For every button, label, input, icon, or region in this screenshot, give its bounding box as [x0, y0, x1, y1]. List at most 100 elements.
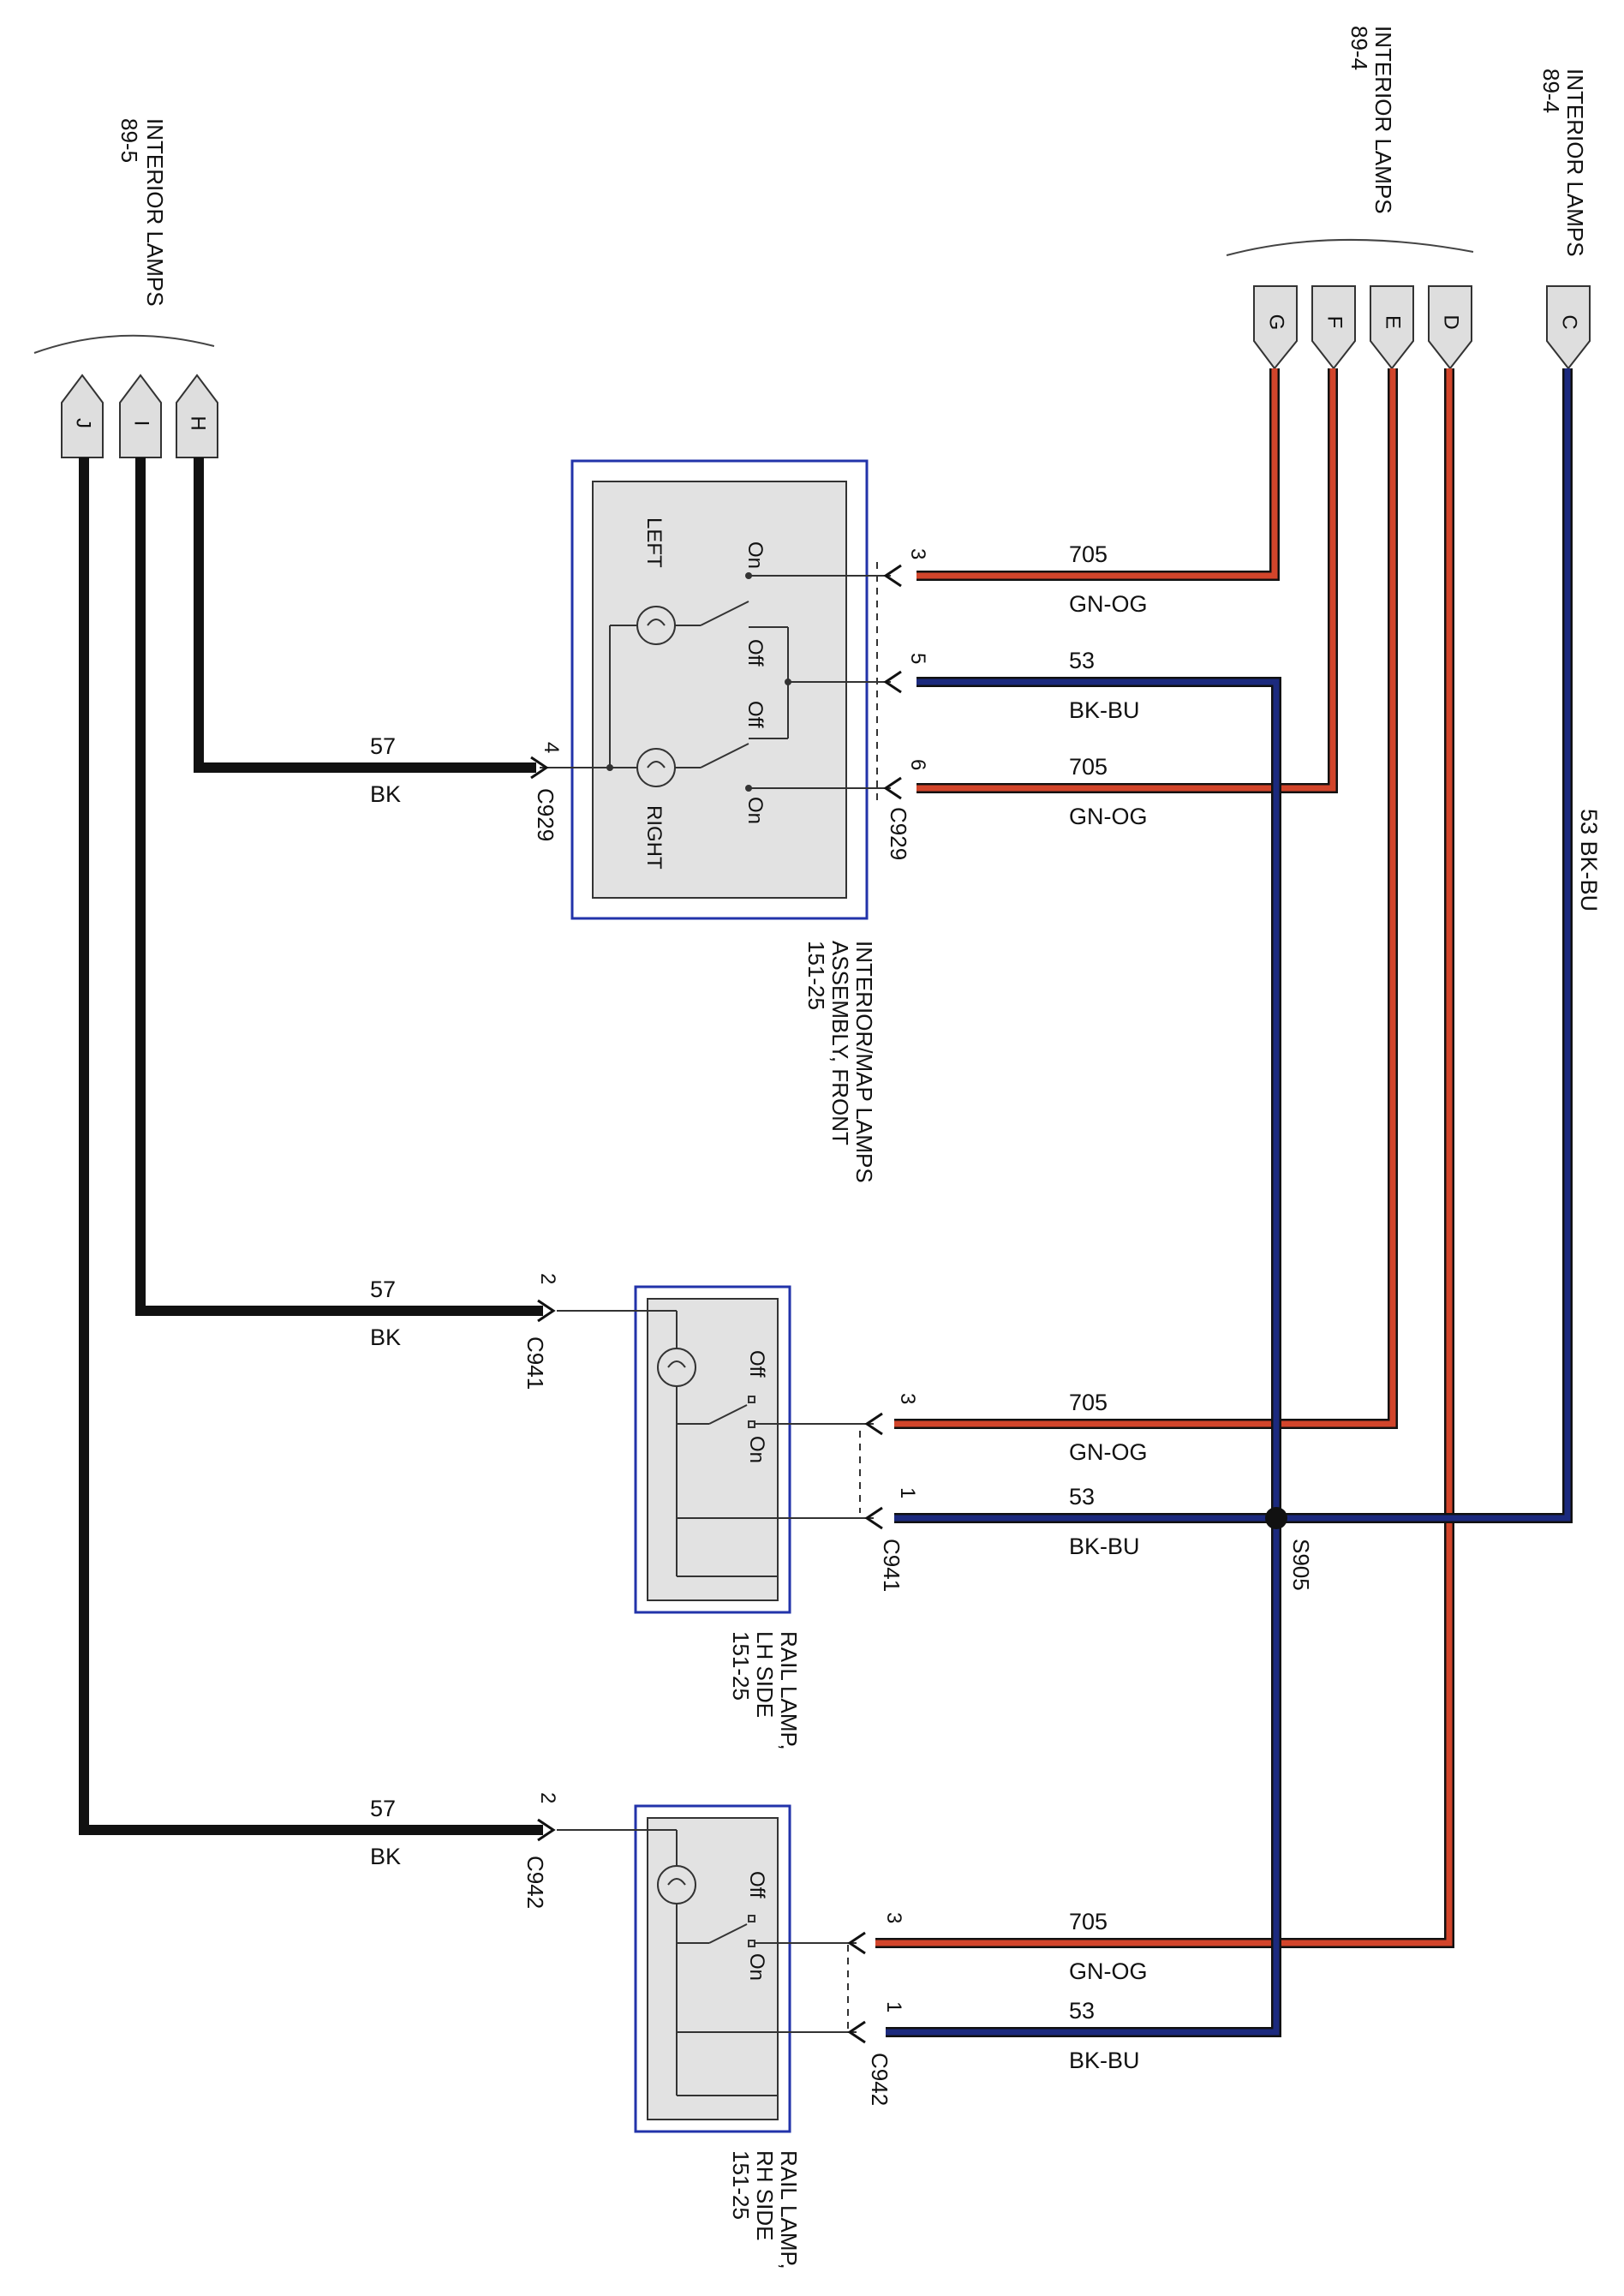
pin-c929-3: 3 [906, 548, 929, 559]
wire-gnog-e-c941p3 [894, 368, 1398, 1429]
tab-letter-g: G [1265, 314, 1288, 331]
pin-c929-5: 5 [906, 653, 929, 664]
tab-h: H [176, 374, 218, 458]
wire-label-c941p1-color: BK-BU [1069, 1534, 1140, 1559]
tab-letter-j: J [72, 418, 95, 428]
header-far-right-ref: 89-4 [1538, 69, 1564, 113]
wire-label-c942-bk-color: BK [370, 1844, 401, 1869]
wire-label-c941-bk-color: BK [370, 1324, 401, 1350]
splice-s905-dot [1265, 1507, 1287, 1529]
connector-c941-right: C941 [879, 1539, 905, 1592]
connector-ids: C929 C929 C941 C941 C942 C942 S905 [522, 788, 1314, 2106]
header-right-connector: G F E D INTERIOR LAMPS 89-4 [1226, 26, 1474, 370]
wire-label-c942p3-num: 705 [1069, 1909, 1108, 1934]
connector-c929-right: C929 [886, 807, 911, 860]
wire-label-c942p3-color: GN-OG [1069, 1958, 1148, 1984]
wire-bk-i-c941 [135, 457, 543, 1316]
wire-label-c941p1-num: 53 [1069, 1484, 1095, 1510]
rh-off-label: Off [745, 1871, 768, 1898]
lh-bulb-icon [657, 1348, 696, 1387]
front-assembly-title: INTERIOR/MAP LAMPS [851, 941, 877, 1183]
front-on-top-label: On [743, 541, 767, 569]
rail-lamp-rh: Off On RAIL LAMP, RH SIDE 151-25 [557, 1804, 857, 2269]
pin-c941-2: 2 [536, 1273, 559, 1284]
wire-label-c941-bk-num: 57 [370, 1277, 396, 1302]
tab-letter-h: H [187, 416, 210, 430]
wire-label-c929-bk-num: 57 [370, 733, 396, 759]
wire-label-c929p5-num: 53 [1069, 648, 1095, 673]
front-on-bottom-label: On [743, 797, 767, 824]
pin-c942-2: 2 [536, 1792, 559, 1803]
rh-title: RAIL LAMP, [776, 2150, 802, 2269]
front-assembly-subtitle: ASSEMBLY, FRONT [827, 941, 853, 1145]
front-right-label: RIGHT [642, 805, 666, 870]
wire-bkbu-c929p5-s905-c942 [886, 677, 1281, 2037]
rail-lamp-lh: Off On RAIL LAMP, LH SIDE 151-25 [557, 1285, 874, 1750]
tab-letter-d: D [1440, 314, 1463, 329]
header-left-ref: 89-5 [116, 118, 142, 163]
tab-letter-i: I [130, 421, 153, 427]
header-right-ref: 89-4 [1346, 26, 1372, 70]
lh-off-label: Off [745, 1350, 768, 1378]
connector-c929-left: C929 [533, 788, 558, 841]
front-off-bottom-label: Off [743, 701, 767, 728]
tab-f: F [1311, 285, 1356, 370]
wire-label-c929p3-num: 705 [1069, 541, 1108, 567]
pin-c941-1: 1 [896, 1487, 919, 1498]
header-left-connector: J I H INTERIOR LAMPS 89-5 [33, 118, 218, 458]
wire-label-c929p6-color: GN-OG [1069, 804, 1148, 829]
wire-label-c929p6-num: 705 [1069, 754, 1108, 780]
tab-letter-e: E [1382, 315, 1405, 329]
tab-i: I [119, 374, 162, 458]
header-right-title: INTERIOR LAMPS [1370, 26, 1396, 214]
wire-label-c941p3-num: 705 [1069, 1390, 1108, 1415]
tab-g: G [1253, 285, 1298, 370]
wire-bkbu-c-s905-c941 [894, 368, 1573, 1523]
pin-numbers: 4 3 5 6 2 3 1 2 3 1 [536, 548, 929, 2012]
front-left-label: LEFT [642, 517, 666, 568]
connector-c942-left: C942 [522, 1856, 548, 1909]
wire-gnog-d-c942p3 [875, 368, 1454, 1948]
wire-gnog-f-c929p6 [916, 368, 1338, 793]
pin-c929-4: 4 [540, 742, 563, 753]
connector-c941-left: C941 [522, 1336, 548, 1390]
header-far-right-title: INTERIOR LAMPS [1562, 69, 1588, 257]
tab-j: J [61, 374, 104, 458]
tab-c: C [1546, 285, 1591, 370]
pin-c942-1: 1 [882, 2001, 905, 2012]
connector-c942-right: C942 [867, 2053, 893, 2106]
wires [79, 368, 1573, 2037]
pin-arrows [530, 564, 902, 2044]
wire-label-vertical-bkbu: 53 BK-BU [1576, 809, 1602, 912]
wire-label-c929p3-color: GN-OG [1069, 591, 1148, 617]
rh-ref: 151-25 [728, 2150, 754, 2220]
wire-label-c929-bk-color: BK [370, 781, 401, 807]
left-bulb-icon [636, 606, 676, 645]
rh-subtitle: RH SIDE [752, 2150, 778, 2240]
header-left-title: INTERIOR LAMPS [142, 118, 168, 307]
wire-gnog-g-c929p3 [916, 368, 1280, 581]
tab-e: E [1370, 285, 1414, 370]
splice-s905-label: S905 [1288, 1539, 1314, 1591]
wire-bk-j-c942 [79, 457, 543, 1835]
wire-labels: 57 BK 57 BK 57 BK 705 GN-OG 53 BK-BU 705… [370, 541, 1602, 2073]
front-assembly-ref: 151-25 [803, 941, 829, 1010]
tab-letter-f: F [1323, 316, 1346, 329]
right-bulb-icon [636, 748, 676, 787]
lh-ref: 151-25 [728, 1631, 754, 1701]
wire-bk-h-c929 [194, 457, 536, 773]
tab-letter-c: C [1558, 314, 1581, 329]
pin-c929-6: 6 [906, 759, 929, 770]
wire-label-c942-bk-num: 57 [370, 1796, 396, 1821]
wire-label-c941p3-color: GN-OG [1069, 1439, 1148, 1465]
tab-d: D [1428, 285, 1472, 370]
front-map-lamp-assembly: LEFT RIGHT On Off Off On INTERIOR/MAP LA… [540, 459, 891, 1183]
rh-bulb-icon [657, 1865, 696, 1904]
wire-label-c929p5-color: BK-BU [1069, 697, 1140, 723]
wire-label-c942p1-color: BK-BU [1069, 2048, 1140, 2073]
pin-c942-3: 3 [882, 1912, 905, 1923]
wire-label-c942p1-num: 53 [1069, 1998, 1095, 2024]
rh-on-label: On [745, 1953, 768, 1981]
lh-title: RAIL LAMP, [776, 1631, 802, 1750]
